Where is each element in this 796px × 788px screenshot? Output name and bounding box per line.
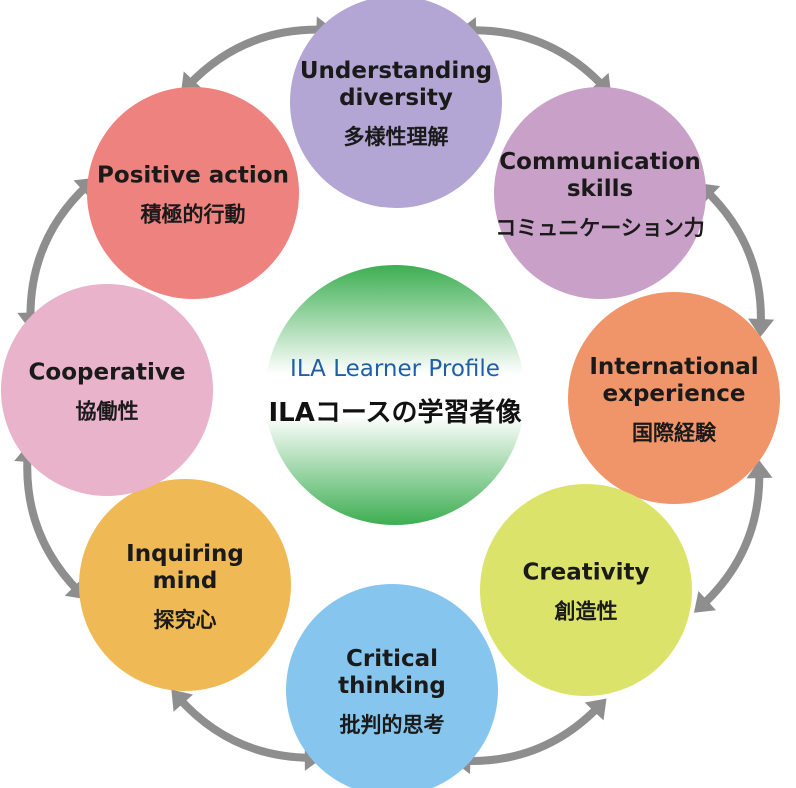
node-circle [480, 484, 692, 696]
node-circle [568, 292, 780, 504]
arrowhead [748, 318, 775, 338]
arrowhead [746, 460, 773, 479]
node-label-ja: 国際経験 [632, 421, 717, 445]
node-label-en: skills [567, 176, 633, 202]
node-label-ja: 多様性理解 [344, 125, 449, 149]
node-label-en: diversity [339, 85, 453, 111]
arrow-shaft [464, 26, 609, 92]
double-headed-arrow-icon [693, 460, 773, 613]
arrow-shaft [183, 25, 329, 91]
node-label-en: International [589, 354, 758, 380]
node-label-en: thinking [338, 673, 446, 699]
node-circle [1, 284, 213, 496]
node-label-en: Positive action [97, 163, 289, 189]
node-label-en: Understanding [300, 58, 492, 84]
node-creativity: Creativity 創造性 [480, 484, 692, 696]
node-circle [290, 0, 502, 208]
node-circle [286, 584, 498, 788]
node-label-en: mind [153, 568, 218, 594]
node-label-en: Cooperative [29, 360, 186, 386]
arrowhead [171, 689, 194, 712]
node-label-en: Critical [346, 646, 438, 672]
node-label-en: Communication [499, 149, 700, 175]
center-circle [265, 265, 525, 525]
node-circle [87, 87, 299, 299]
node-label-ja: 協働性 [76, 400, 139, 424]
arrow-shaft [26, 180, 93, 325]
node-circle [494, 87, 706, 299]
node-cooperative: Cooperative 協働性 [1, 284, 213, 496]
arrow-shaft [458, 701, 604, 765]
node-label-ja: 批判的思考 [340, 713, 445, 737]
node-label-ja: 積極的行動 [141, 203, 246, 227]
node-positive-action: Positive action 積極的行動 [87, 87, 299, 299]
arrowhead [584, 698, 607, 721]
arrow-shaft [697, 466, 764, 611]
arrow-shaft [701, 186, 765, 332]
node-circle [79, 479, 291, 691]
center-title-en: ILA Learner Profile [290, 356, 500, 382]
center-title-ja: ILAコースの学習者像 [268, 397, 522, 428]
arrow-shaft [23, 449, 84, 597]
arrow-shaft [174, 693, 317, 762]
node-label-en: experience [603, 381, 746, 407]
node-label-en: Inquiring [126, 541, 244, 567]
node-label-en: Creativity [522, 560, 649, 586]
node-label-ja: 創造性 [555, 600, 618, 624]
node-label-ja: 探究心 [154, 608, 217, 632]
node-label-ja: コミュニケーション力 [495, 216, 705, 240]
center-circle-group: ILA Learner Profile ILAコースの学習者像 [265, 265, 525, 525]
arrowhead [693, 591, 717, 613]
